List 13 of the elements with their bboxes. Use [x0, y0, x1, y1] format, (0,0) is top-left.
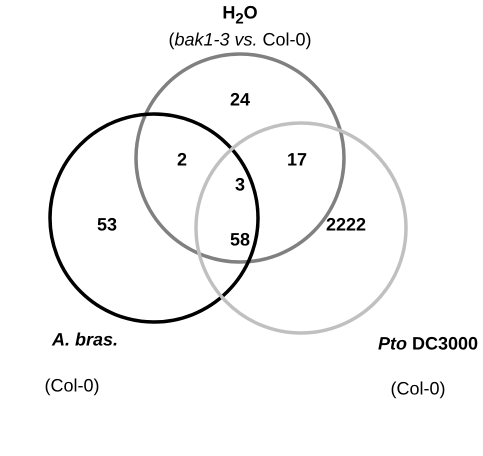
condition-label: (Col-0): [44, 376, 100, 396]
condition-label: (Col-0): [390, 378, 446, 400]
condition-label: (bak1-3 vs. Col-0): [168, 30, 312, 50]
count-label: 24: [230, 90, 250, 110]
set-label: Pto DC3000: [378, 334, 478, 354]
count-label: 53: [96, 214, 118, 236]
count-label: 2: [177, 150, 187, 170]
count-label: 17: [286, 150, 308, 170]
count-label: 2222: [326, 214, 366, 236]
count-label: 58: [230, 230, 250, 250]
set-label: A. bras.: [52, 330, 118, 350]
set-label: H$_{2}$O: [222, 2, 258, 28]
count-label: 3: [235, 174, 245, 196]
